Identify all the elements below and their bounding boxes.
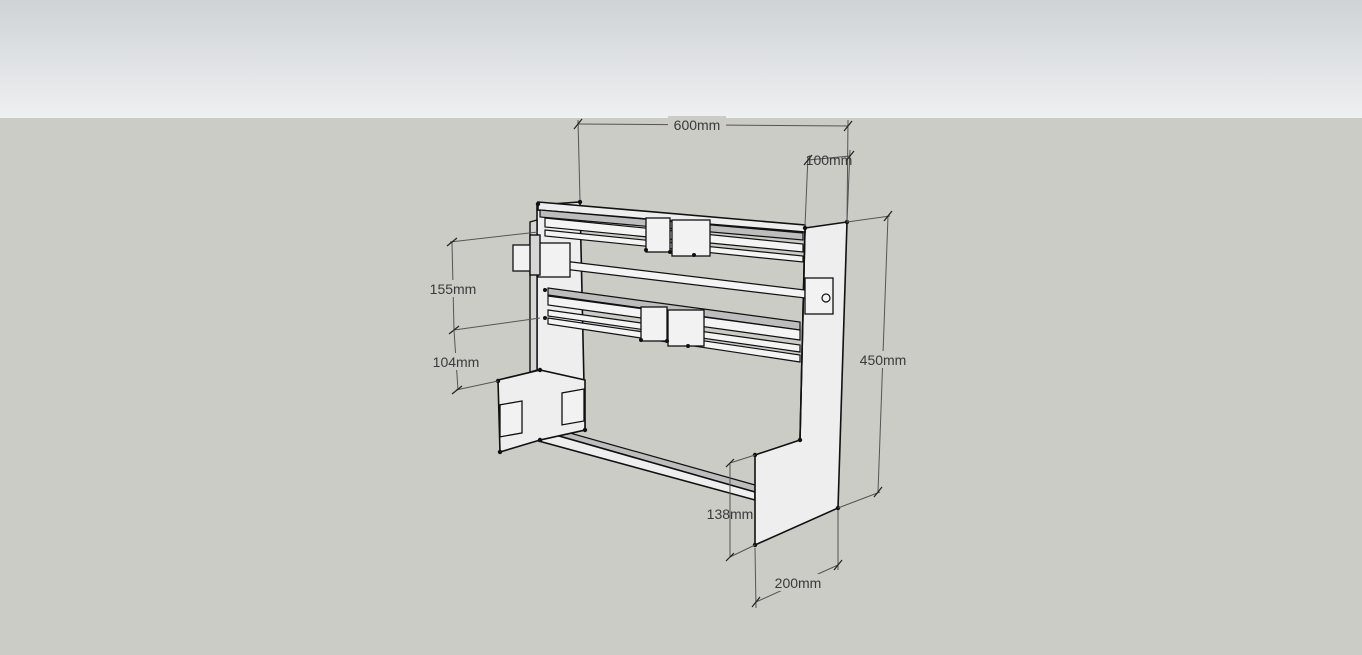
dimension-width-top-label: 600mm [674,117,721,133]
dimension-base-height-label: 138mm [707,506,754,522]
dimension-lower-offset[interactable]: 104mm [428,329,499,395]
right-side-plate [754,221,848,547]
dimension-lower-offset-label: 104mm [433,354,480,370]
dimension-upper-height-label: 155mm [430,281,477,297]
dimension-upper-height[interactable]: 155mm [426,231,541,335]
cnc-frame-model[interactable] [495,199,850,548]
sky-background [0,0,1362,118]
dimension-base-height[interactable]: 138mm [707,454,756,562]
dimension-depth-top[interactable]: 100mm [803,149,855,227]
base-rail [534,425,756,502]
middle-rod [554,259,806,299]
ground-plane [0,118,1362,655]
dimension-total-height[interactable]: 450mm [837,210,911,509]
dimension-depth-top-label: 100mm [806,152,853,168]
right-stepper-motor [804,277,834,315]
left-foot-plate [497,369,586,454]
left-stepper-motor [512,234,571,278]
lower-rail-assembly [547,287,801,363]
dimension-base-depth-label: 200mm [775,575,822,591]
top-rail-assembly [537,201,806,263]
dimension-total-height-label: 450mm [860,352,907,368]
dimension-width-top[interactable]: 600mm [573,116,853,223]
dimension-base-depth[interactable]: 200mm [751,510,843,609]
